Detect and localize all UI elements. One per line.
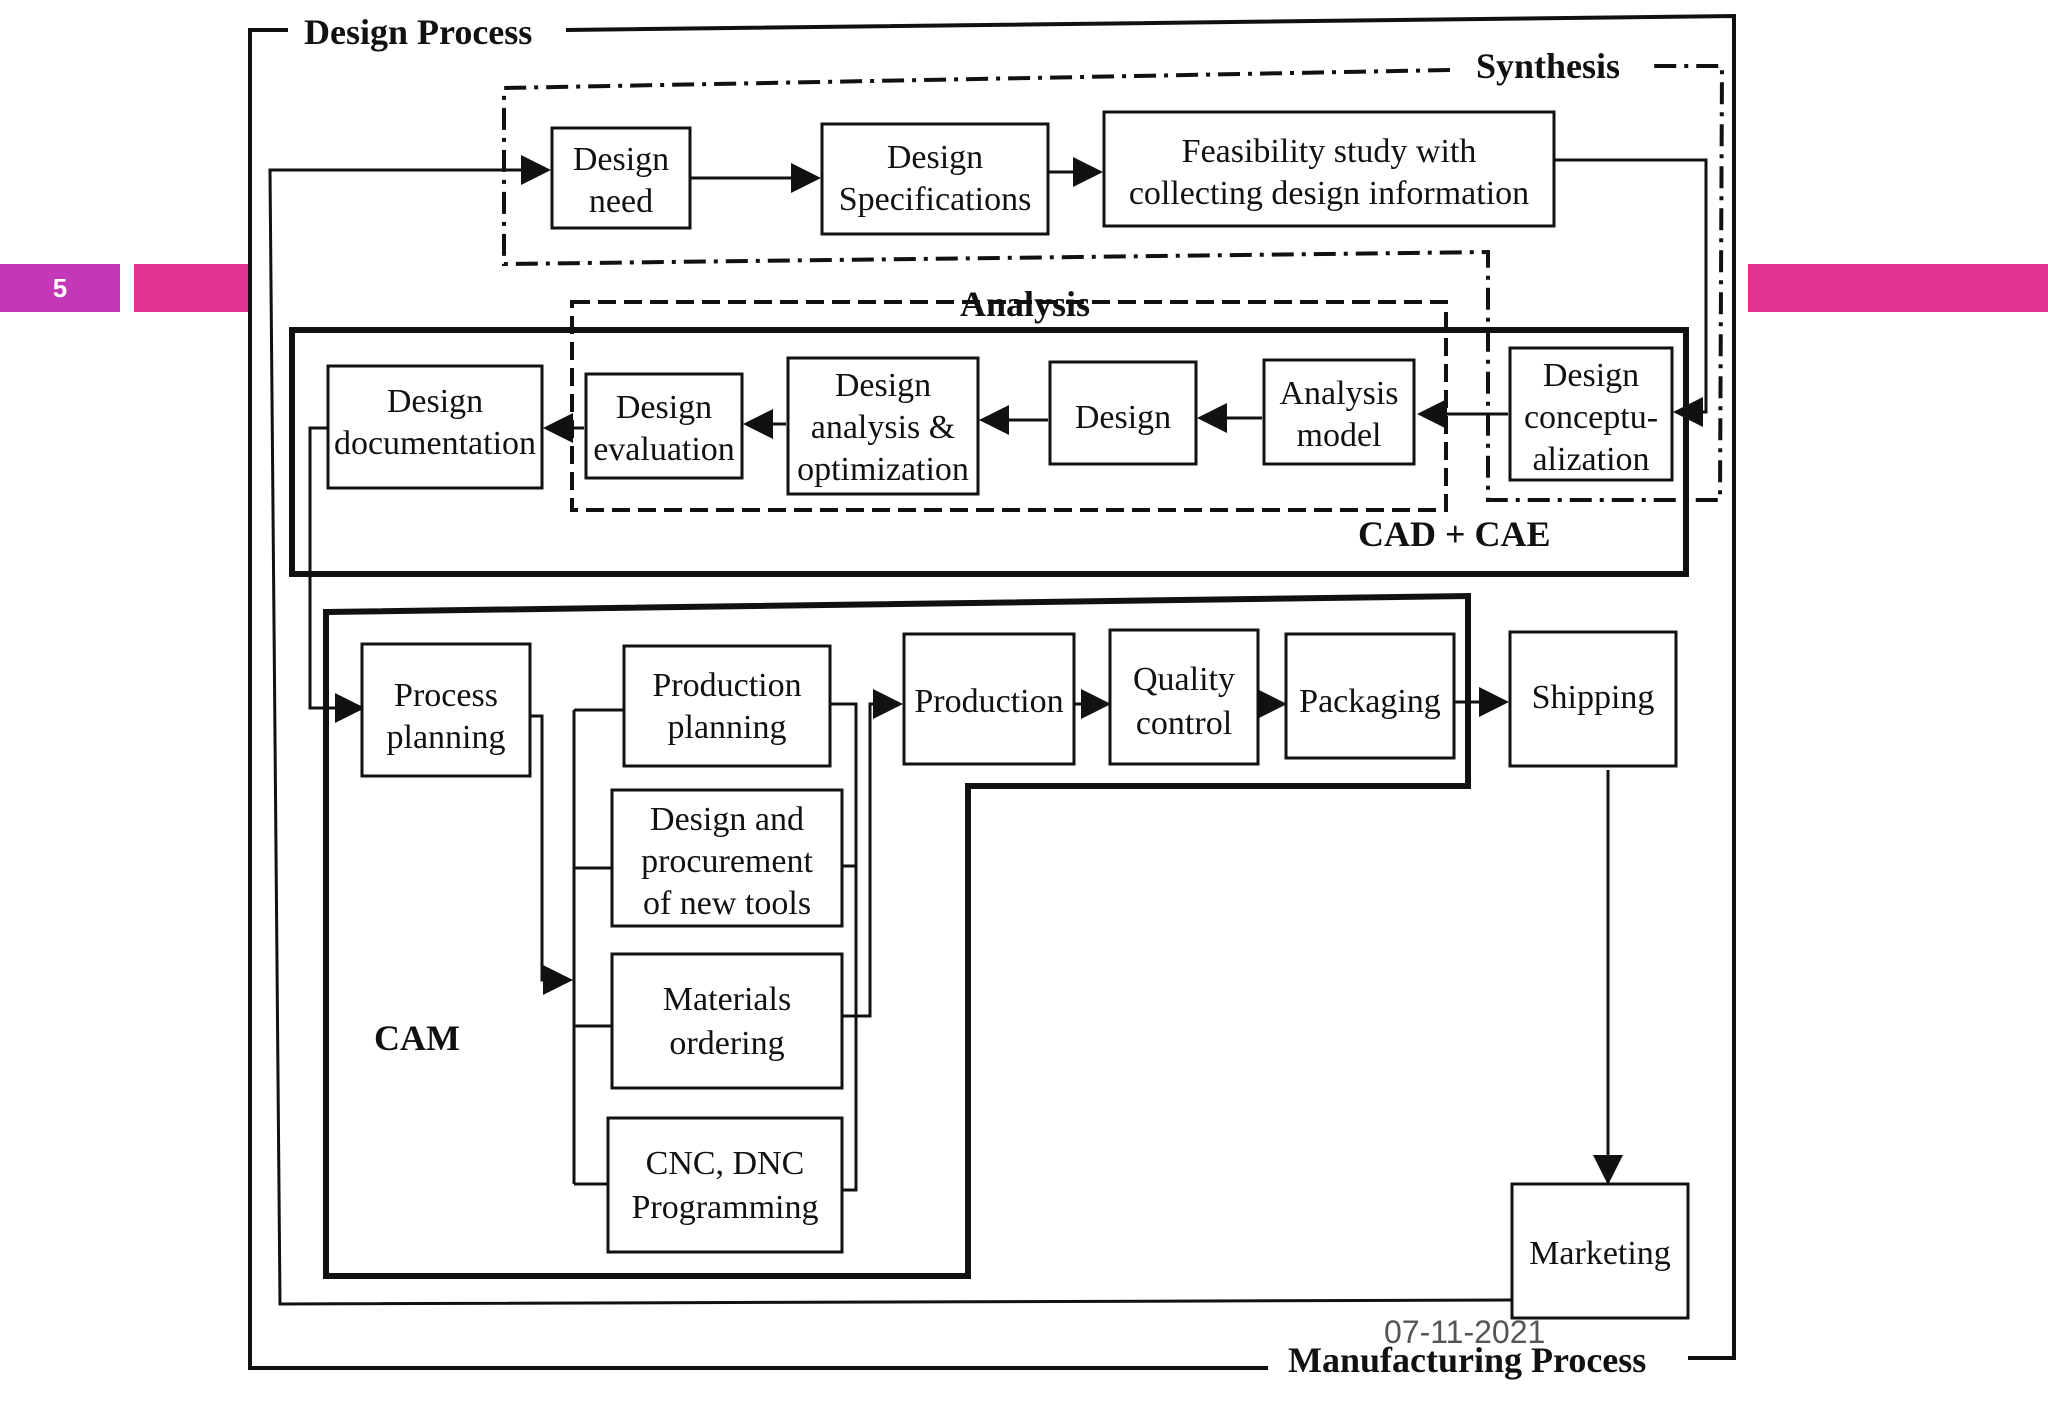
cam-title: CAM	[374, 1018, 460, 1058]
svg-text:planning: planning	[387, 719, 506, 756]
marketing-box: Marketing	[1510, 1182, 1690, 1320]
svg-text:ordering: ordering	[669, 1025, 784, 1062]
packaging-box: Packaging	[1284, 632, 1456, 760]
slide-number: 5	[0, 264, 120, 312]
svg-text:Design: Design	[616, 389, 712, 426]
quality-control-box: Quality control	[1108, 628, 1260, 766]
svg-text:Packaging: Packaging	[1299, 683, 1441, 720]
svg-text:Analysis: Analysis	[1280, 375, 1399, 412]
svg-text:need: need	[589, 183, 653, 220]
design-procurement-tools-box: Design and procurement of new tools	[610, 788, 844, 928]
cam-region	[323, 592, 1471, 1279]
svg-text:Production: Production	[914, 683, 1063, 720]
svg-text:planning: planning	[668, 709, 787, 746]
svg-text:collecting design information: collecting design information	[1129, 175, 1529, 212]
svg-text:Design: Design	[1075, 399, 1171, 436]
design-documentation-box: Design documentation	[326, 364, 544, 490]
svg-text:Feasibility study with: Feasibility study with	[1182, 133, 1477, 170]
svg-text:optimization: optimization	[797, 451, 969, 488]
design-process-title: Design Process	[304, 12, 532, 52]
svg-text:model: model	[1297, 417, 1382, 454]
svg-text:Design: Design	[573, 141, 669, 178]
accent-bar-left	[134, 264, 252, 312]
svg-text:CNC, DNC: CNC, DNC	[646, 1145, 805, 1182]
design-conceptualization-box: Design conceptu- alization	[1508, 346, 1674, 482]
svg-text:Design: Design	[1543, 357, 1639, 394]
svg-text:Materials: Materials	[663, 981, 791, 1018]
svg-text:Design: Design	[887, 139, 983, 176]
synthesis-title: Synthesis	[1476, 46, 1620, 86]
accent-bar-right	[1748, 264, 2048, 312]
svg-text:evaluation: evaluation	[593, 431, 735, 468]
svg-text:Process: Process	[394, 677, 498, 714]
svg-text:Production: Production	[652, 667, 801, 704]
shipping-box: Shipping	[1508, 630, 1678, 768]
svg-text:documentation: documentation	[334, 425, 536, 462]
arrow-documentation-to-process-planning	[308, 426, 365, 723]
design-analysis-optimization-box: Design analysis & optimization	[786, 356, 980, 496]
svg-text:Design and: Design and	[650, 801, 804, 838]
svg-text:control: control	[1136, 705, 1232, 742]
analysis-title: Analysis	[960, 284, 1090, 324]
planning-bus-right	[830, 702, 858, 1192]
svg-text:Specifications: Specifications	[839, 181, 1032, 218]
cad-cae-title: CAD + CAE	[1358, 514, 1551, 554]
svg-text:alization: alization	[1532, 441, 1649, 478]
feasibility-study-box: Feasibility study with collecting design…	[1102, 110, 1556, 228]
svg-text:Marketing: Marketing	[1529, 1235, 1671, 1272]
svg-text:Programming: Programming	[632, 1189, 819, 1226]
svg-text:conceptu-: conceptu-	[1524, 399, 1658, 436]
materials-ordering-box: Materials ordering	[610, 952, 844, 1090]
svg-text:Design: Design	[835, 367, 931, 404]
arrow-feasibility-to-concept	[1554, 158, 1708, 427]
arrow-process-planning-to-bus	[530, 714, 573, 995]
production-planning-box: Production planning	[622, 644, 832, 768]
design-box: Design	[1048, 360, 1198, 466]
synthesis-region	[502, 64, 1725, 502]
svg-text:procurement: procurement	[641, 843, 813, 880]
feedback-loop-line	[268, 155, 1513, 1306]
svg-text:analysis &: analysis &	[811, 409, 955, 446]
production-box: Production	[902, 632, 1076, 766]
svg-text:of new tools: of new tools	[643, 885, 811, 922]
cnc-dnc-programming-box: CNC, DNC Programming	[606, 1116, 844, 1254]
arrow-bus-to-production	[846, 689, 903, 1018]
svg-text:Design: Design	[387, 383, 483, 420]
cad-cae-region	[289, 327, 1689, 577]
design-specifications-box: Design Specifications	[820, 122, 1050, 236]
svg-text:Quality: Quality	[1133, 661, 1235, 698]
analysis-model-box: Analysis model	[1262, 358, 1416, 466]
manufacturing-process-title: Manufacturing Process	[1288, 1340, 1646, 1380]
slide-date: 07-11-2021	[1384, 1314, 1546, 1350]
design-need-box: Design need	[550, 126, 692, 230]
process-planning-box: Process planning	[360, 642, 532, 778]
svg-text:Shipping: Shipping	[1532, 679, 1655, 716]
design-evaluation-box: Design evaluation	[584, 372, 744, 480]
